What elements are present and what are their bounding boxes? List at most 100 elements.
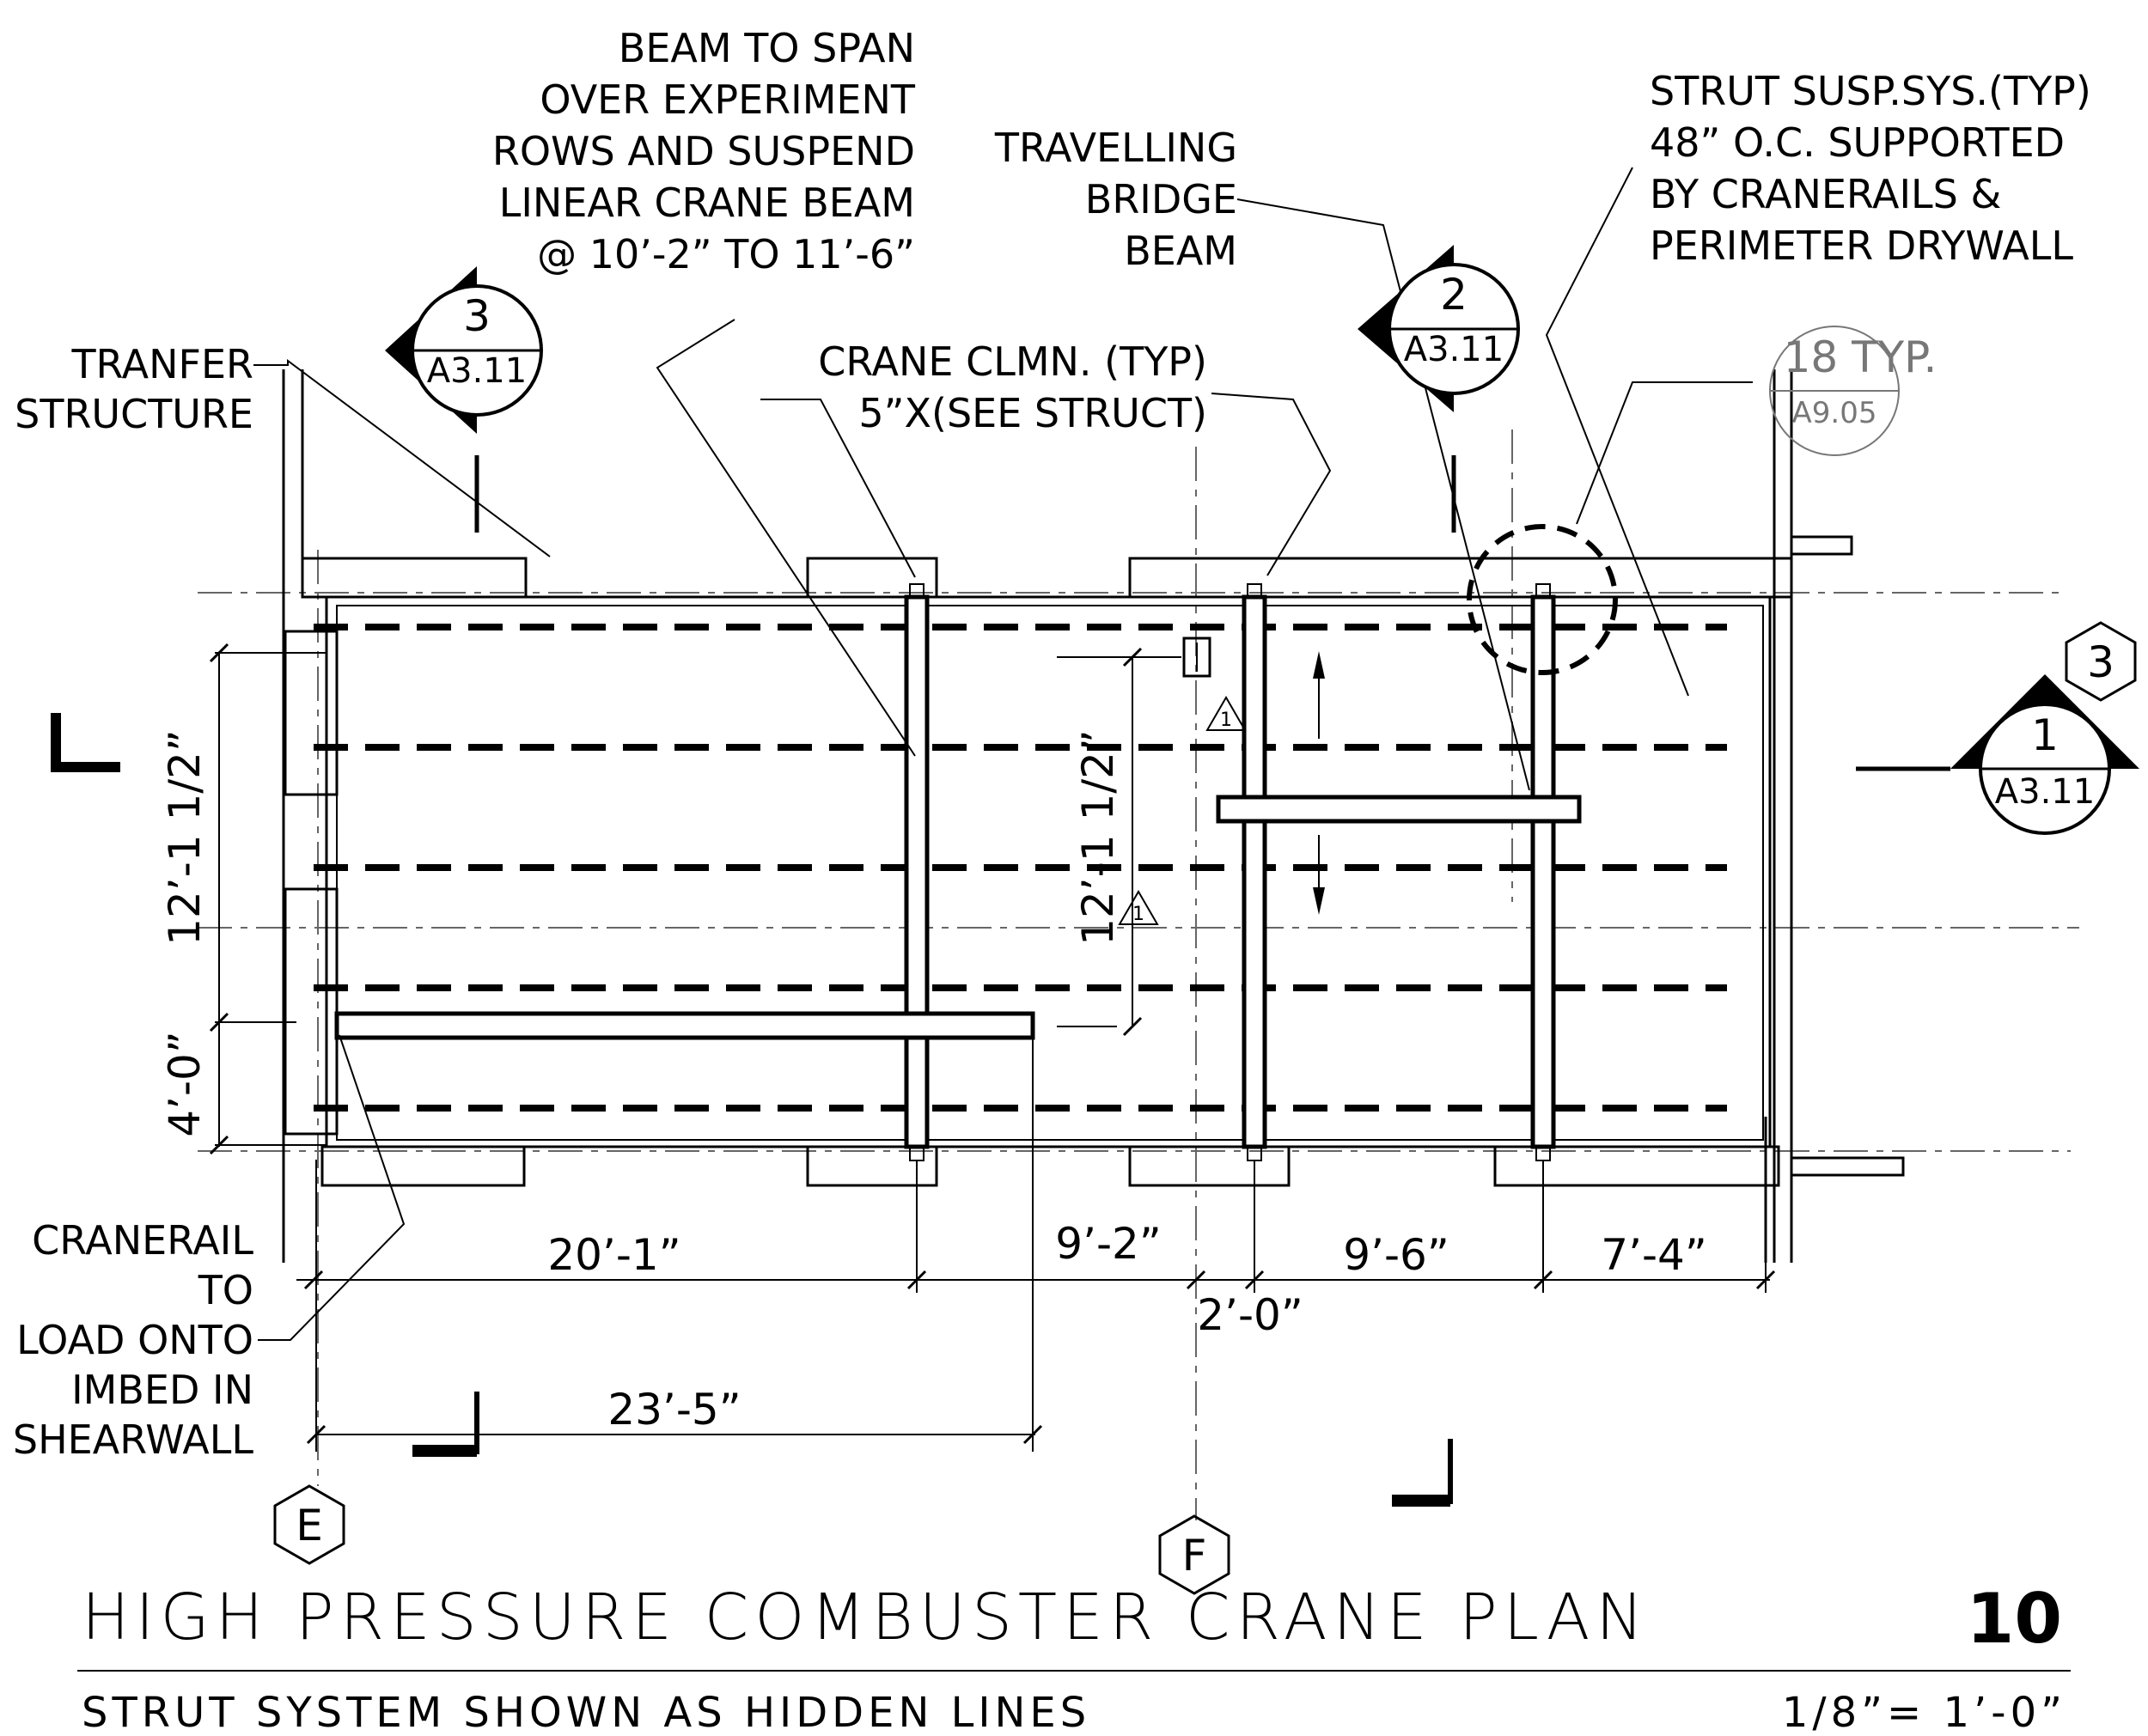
- note-transfer-line-1: TRANFER: [70, 341, 253, 387]
- corner-mark-left: [51, 713, 120, 772]
- note-travelling-line-2: BRIDGE: [1085, 176, 1237, 222]
- grid-tag-3-hex: [2065, 621, 2137, 702]
- detail-sheet: A9.05: [1792, 396, 1877, 430]
- note-strut-line-2: 48” O.C. SUPPORTED: [1650, 119, 2065, 166]
- crane-column-cap-3: [1535, 583, 1551, 599]
- note-cranerail-line-1: CRANERAIL: [32, 1217, 253, 1264]
- crane-rail-1: [904, 594, 930, 1149]
- note-transfer: TRANFER STRUCTURE: [15, 341, 253, 437]
- bottom-beam-2: [806, 1145, 938, 1187]
- section-1-sheet: A3.11: [1995, 772, 2095, 812]
- section-2-number: 2: [1440, 270, 1468, 320]
- dim-23-5: 23’-5”: [607, 1385, 741, 1434]
- room-outline-outer: [325, 595, 1772, 1148]
- plan-corner-marks: [51, 713, 1453, 1507]
- corner-mark-bottom-left: [412, 1392, 479, 1454]
- grid-tag-e-hex: [273, 1484, 345, 1565]
- note-cranerail-line-3: LOAD ONTO: [16, 1317, 253, 1363]
- drawing-scale: 1/8”= 1’-0”: [1782, 1689, 2066, 1736]
- dim-2-0: 2’-0”: [1197, 1290, 1303, 1340]
- note-strut-line-1: STRUT SUSP.SYS.(TYP): [1650, 68, 2091, 114]
- leader-crane-clmn-left: [760, 399, 916, 578]
- i-beam-symbol: [1182, 637, 1211, 678]
- note-strut-line-3: BY CRANERAILS &: [1650, 171, 2001, 217]
- dim-4-0: 4’-0”: [160, 1031, 210, 1136]
- travel-arrow-down-head: [1313, 887, 1325, 915]
- note-travelling-line-3: BEAM: [1124, 228, 1237, 274]
- corner-mark-bottom-right: [1392, 1439, 1453, 1504]
- note-strut-line-4: PERIMETER DRYWALL: [1650, 222, 2073, 269]
- section-3-number: 3: [463, 291, 491, 341]
- dim-9-2: 9’-2”: [1055, 1219, 1161, 1269]
- left-wall-pier-top: [284, 630, 339, 796]
- walls: [282, 369, 1905, 1263]
- section-3-sheet: A3.11: [427, 351, 527, 391]
- detail-reference: 18 TYP. A9.05: [1769, 326, 1937, 456]
- grid-tag-e: E: [296, 1501, 323, 1550]
- grid-lines: [198, 429, 2079, 1520]
- note-beam-span-line-3: ROWS AND SUSPEND: [492, 128, 915, 174]
- note-beam-span: BEAM TO SPAN OVER EXPERIMENT ROWS AND SU…: [492, 25, 916, 277]
- drawing-number: 10: [1967, 1579, 2062, 1659]
- section-marker-3: 3 A3.11: [385, 266, 543, 533]
- section-marker-2: 2 A3.11: [1358, 245, 1520, 533]
- crane-column-cap-1: [909, 583, 924, 599]
- corner-mark-bottom-left-bar: [412, 1445, 477, 1457]
- dim-9-6: 9’-6”: [1343, 1230, 1449, 1280]
- note-crane-clmn-line-1: CRANE CLMN. (TYP): [818, 338, 1207, 385]
- note-beam-span-line-5: @ 10’-2” TO 11’-6”: [537, 231, 915, 277]
- grid-tag-f-hex: [1158, 1514, 1230, 1595]
- leader-travelling: [1236, 198, 1530, 791]
- grid-tags: E F 3: [273, 621, 2137, 1595]
- right-wall-ledge-bottom: [1790, 1156, 1905, 1177]
- note-travelling: TRAVELLING BRIDGE BEAM: [994, 125, 1237, 274]
- dim-12-1-center: 12’-1 1/2”: [1073, 729, 1123, 946]
- revision-label-2: 1: [1132, 904, 1144, 925]
- note-beam-span-line-4: LINEAR CRANE BEAM: [499, 180, 915, 226]
- bottom-beam-4: [1493, 1145, 1780, 1187]
- title-block: HIGH PRESSURE COMBUSTER CRANE PLAN 10 ST…: [77, 1579, 2071, 1736]
- drawing-title: HIGH PRESSURE COMBUSTER CRANE PLAN: [82, 1581, 1650, 1654]
- revision-triangle-2: [1118, 890, 1159, 925]
- crane-rail-3: [1530, 594, 1556, 1149]
- note-cranerail-line-5: SHEARWALL: [13, 1416, 253, 1463]
- dimension-lines: 20’-1” 9’-2” 2’-0” 9’-6” 7’-4” 23’-5” 12…: [160, 643, 1776, 1452]
- note-cranerail-line-2: TO: [198, 1267, 253, 1313]
- travelling-bridge-beam: [1216, 795, 1582, 824]
- note-strut: STRUT SUSP.SYS.(TYP) 48” O.C. SUPPORTED …: [1650, 68, 2091, 269]
- drawing-subtitle: STRUT SYSTEM SHOWN AS HIDDEN LINES: [82, 1689, 1090, 1736]
- strut-hidden-lines: [314, 624, 1727, 1112]
- grid-tag-3: 3: [2087, 637, 2114, 687]
- transfer-beam-right: [1128, 557, 1793, 599]
- dim-ticks: [209, 643, 1776, 1445]
- travel-arrow-up-head: [1313, 651, 1325, 679]
- grid-tag-f: F: [1182, 1531, 1207, 1581]
- crane-rail-2: [1242, 594, 1267, 1149]
- detail-number: 18 TYP.: [1784, 332, 1937, 382]
- leader-cranerail: [258, 1034, 406, 1341]
- note-crane-clmn-line-2: 5”X(SEE STRUCT): [858, 390, 1207, 436]
- leader-transfer: [253, 359, 551, 557]
- left-wall-pier-bottom: [284, 887, 339, 1136]
- leader-detail: [1576, 381, 1753, 525]
- section-marker-1: 1 A3.11: [1856, 674, 2139, 835]
- leader-strut: [1545, 167, 1689, 697]
- crane-column-cap-2: [1247, 583, 1262, 599]
- crane-elements: [334, 524, 1618, 1161]
- corner-mark-bottom-right-bar: [1392, 1495, 1450, 1507]
- note-cranerail: CRANERAIL TO LOAD ONTO IMBED IN SHEARWAL…: [13, 1217, 253, 1463]
- leader-beam-span: [656, 319, 916, 757]
- leader-crane-clmn-right: [1211, 393, 1332, 576]
- section-1-number: 1: [2031, 710, 2059, 760]
- right-wall-ledge: [1790, 535, 1853, 556]
- bottom-beam-3: [1128, 1145, 1291, 1187]
- note-crane-clmn: CRANE CLMN. (TYP) 5”X(SEE STRUCT): [818, 338, 1207, 436]
- transfer-beam-mid: [806, 557, 938, 599]
- dim-7-4: 7’-4”: [1601, 1230, 1706, 1280]
- revision-marks: 1 1: [1118, 696, 1247, 925]
- linear-crane-beam: [334, 1011, 1035, 1040]
- section-2-sheet: A3.11: [1404, 330, 1504, 369]
- leader-lines: [253, 167, 1753, 1341]
- note-travelling-line-1: TRAVELLING: [994, 125, 1237, 171]
